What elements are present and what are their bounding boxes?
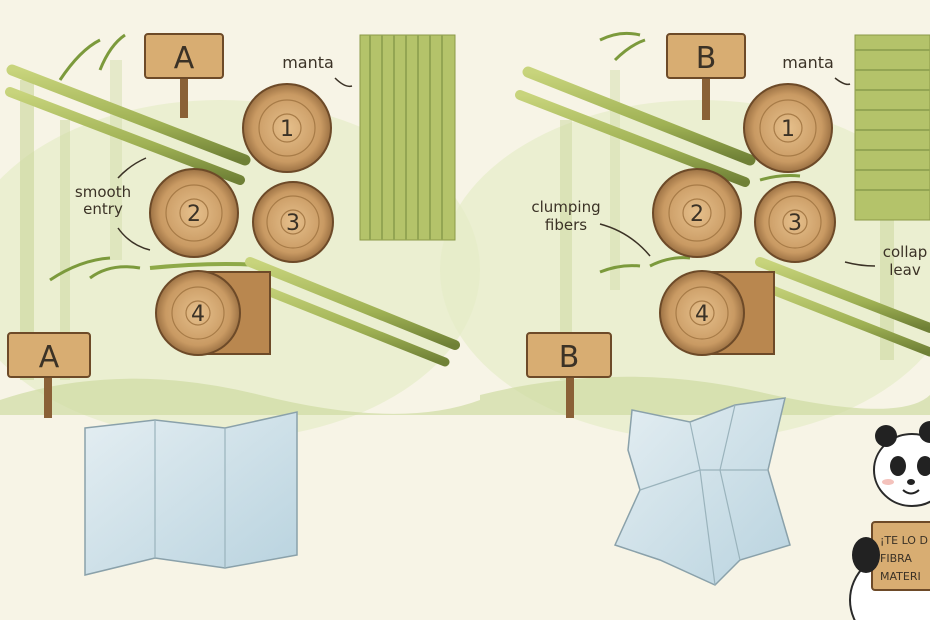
arrow-smooth-entry-up xyxy=(117,157,147,179)
sign-b-bottom-label: B xyxy=(559,340,580,375)
sign-a-bottom: A xyxy=(7,332,91,418)
annotation-b-left-line-2: fibers xyxy=(545,216,587,234)
sign-a-bottom-label: A xyxy=(39,340,60,375)
roller-a-4-label: 4 xyxy=(191,302,205,327)
arrow-smooth-entry-down xyxy=(117,227,151,251)
roller-b-2: 2 xyxy=(652,168,742,258)
roller-b-1: 1 xyxy=(743,83,833,173)
annotation-a-line-2: entry xyxy=(83,200,123,218)
roller-b-3-label: 3 xyxy=(788,211,802,236)
arrow-clumping-fibers xyxy=(599,223,651,257)
label-manta-a: manta xyxy=(282,53,334,72)
sign-b-bottom: B xyxy=(526,332,612,418)
roller-a-2-label: 2 xyxy=(187,202,201,227)
panda-sign-line-1: ¡TE LO D xyxy=(880,534,928,547)
sign-a-top-label: A xyxy=(174,41,195,76)
sign-b-top-label: B xyxy=(696,41,717,76)
bamboo-output-a xyxy=(240,257,460,367)
label-manta-b: manta xyxy=(782,53,834,72)
arrow-collapsed-leaves xyxy=(844,261,876,267)
panel-b: B manta xyxy=(482,31,930,620)
roller-a-4: 4 xyxy=(155,270,271,356)
paper-crumpled xyxy=(613,397,791,586)
roller-a-3-label: 3 xyxy=(286,211,300,236)
rollers-a: 1 2 3 4 xyxy=(149,83,334,356)
bamboo-output-b xyxy=(747,257,930,357)
sign-b-top: B xyxy=(666,33,746,120)
roller-a-2: 2 xyxy=(149,168,239,258)
panda-sign-line-2: FIBRA xyxy=(880,552,912,565)
sign-a-top: A xyxy=(144,33,224,118)
roller-a-1-label: 1 xyxy=(280,117,294,142)
annotation-a-line-1: smooth xyxy=(75,183,131,201)
roller-b-4-label: 4 xyxy=(695,302,709,327)
panda-sign-line-3: MATERI xyxy=(880,570,921,583)
roller-a-1: 1 xyxy=(242,83,332,173)
annotation-b-right-line-1: collap xyxy=(883,243,927,261)
mat-a xyxy=(359,34,456,241)
panel-a: A manta xyxy=(0,33,460,576)
roller-b-2-label: 2 xyxy=(690,202,704,227)
roller-b-1-label: 1 xyxy=(781,117,795,142)
roller-b-3: 3 xyxy=(754,181,836,263)
annotation-b-right-line-2: leav xyxy=(889,261,921,279)
arrow-manta-a xyxy=(334,77,353,88)
rollers-b: 1 2 3 4 xyxy=(652,83,836,356)
annotation-b-left-line-1: clumping xyxy=(531,198,600,216)
roller-a-3: 3 xyxy=(252,181,334,263)
paper-flat xyxy=(84,411,298,576)
arrow-manta-b xyxy=(834,77,851,86)
panda-sign: ¡TE LO D FIBRA MATERI xyxy=(852,521,930,591)
mat-b xyxy=(854,34,930,221)
roller-b-4: 4 xyxy=(659,270,775,356)
bamboo-input-b xyxy=(482,31,801,304)
